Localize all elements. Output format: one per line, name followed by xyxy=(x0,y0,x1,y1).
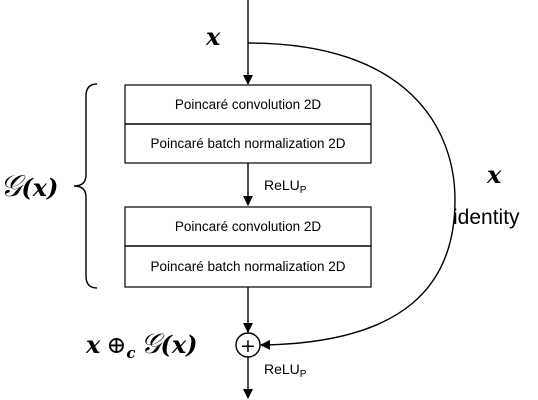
relu-mid-label: ReLUP xyxy=(264,177,307,196)
sum-node-symbol: + xyxy=(240,335,256,357)
input-label: x xyxy=(205,22,221,51)
brace-label: 𝒢(x) xyxy=(0,169,58,204)
skip-var-label: x xyxy=(486,160,502,189)
bn-label-1: Poincaré batch normalization 2D xyxy=(150,136,345,151)
skip-identity-label: identity xyxy=(453,206,520,229)
bn-label-2: Poincaré batch normalization 2D xyxy=(150,259,345,274)
skip-connection-arrow xyxy=(247,42,456,350)
conv-box-2 xyxy=(124,206,372,288)
conv-label-2: Poincaré convolution 2D xyxy=(175,219,322,234)
relu-out-label: ReLUP xyxy=(264,361,307,380)
left-brace xyxy=(73,83,98,289)
conv-label-1: Poincaré convolution 2D xyxy=(175,97,322,112)
